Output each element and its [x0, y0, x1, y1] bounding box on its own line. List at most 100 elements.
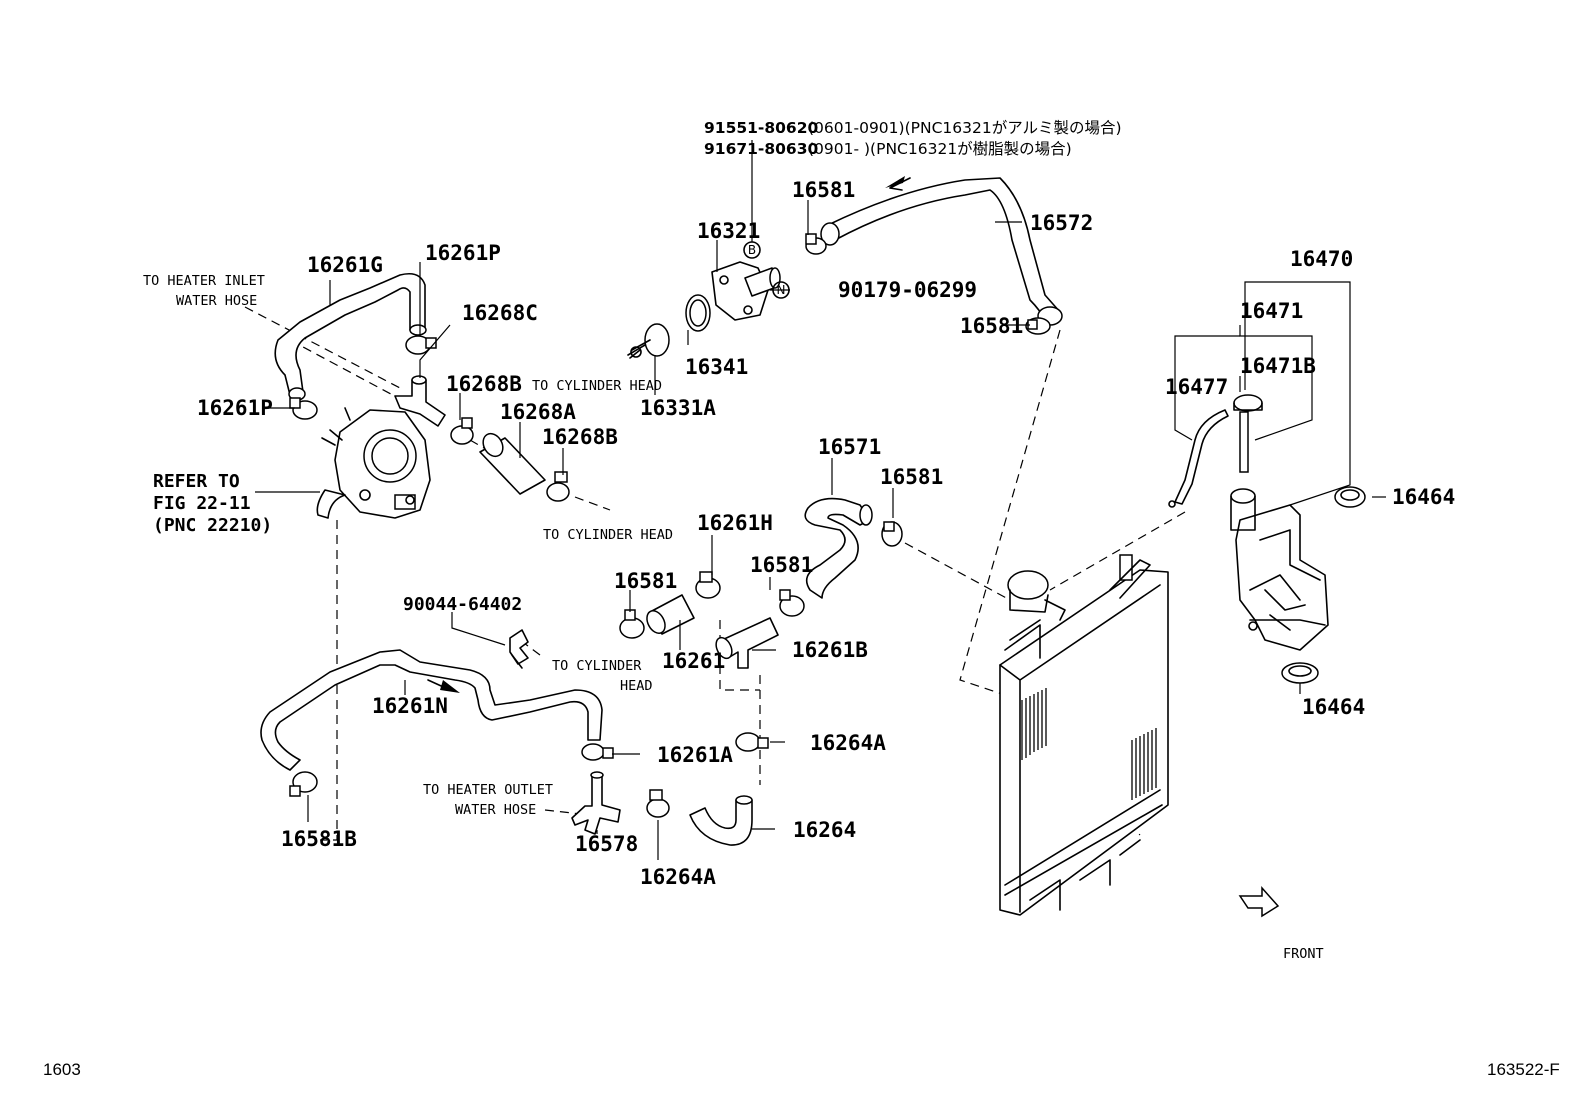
- grommet-16464-right: [1334, 486, 1366, 508]
- label-16268c: 16268C: [462, 301, 538, 325]
- label-16581-left-mid: 16581: [614, 569, 677, 593]
- label-16571: 16571: [818, 435, 881, 459]
- note-cyl-head-3b: HEAD: [620, 678, 653, 694]
- footer-right-code: 163522-F: [1487, 1060, 1560, 1079]
- label-16464-lower: 16464: [1302, 695, 1365, 719]
- label-91671-80630: 91671-80630: [704, 140, 818, 158]
- clamp-16268b-b: [546, 471, 570, 502]
- label-16261a: 16261A: [657, 743, 733, 767]
- label-16268b-b: 16268B: [542, 425, 618, 449]
- note-heater-inlet-1: TO HEATER INLET: [143, 273, 265, 289]
- clamp-16581b: [289, 771, 318, 797]
- circle-marker-b: B: [743, 241, 761, 259]
- label-16321: 16321: [697, 219, 760, 243]
- clip-90044: [509, 629, 529, 669]
- label-16341: 16341: [685, 355, 748, 379]
- label-16464-right: 16464: [1392, 485, 1455, 509]
- label-16261h: 16261H: [697, 511, 773, 535]
- label-16264a-upper: 16264A: [810, 731, 886, 755]
- clamp-16261p-upper: [405, 335, 437, 355]
- label-16470: 16470: [1290, 247, 1353, 271]
- radiator-cap: [1007, 570, 1066, 621]
- note-heater-inlet-2: WATER HOSE: [176, 293, 257, 309]
- note-91671-detail: (0901- )(PNC16321が樹脂製の場合): [808, 140, 1072, 158]
- note-cyl-head-1: TO CYLINDER HEAD: [532, 378, 662, 394]
- clamp-16264a-upper: [735, 732, 769, 752]
- note-cyl-head-2: TO CYLINDER HEAD: [543, 527, 673, 543]
- label-16264: 16264: [793, 818, 856, 842]
- clamp-16581-hose-upper: [881, 521, 903, 547]
- label-16471b: 16471B: [1240, 354, 1316, 378]
- grommet-16464-lower: [1281, 662, 1319, 684]
- note-refer-1: REFER TO: [153, 471, 240, 492]
- diagram-notes: TO HEATER INLET WATER HOSE TO CYLINDER H…: [143, 273, 1324, 962]
- footer-left-code: 1603: [43, 1060, 81, 1079]
- throttle-body: [316, 407, 431, 519]
- radiator: [999, 554, 1169, 916]
- label-90179-06299: 90179-06299: [838, 278, 977, 302]
- note-91551-detail: (0601-0901)(PNC16321がアルミ製の場合): [808, 119, 1122, 137]
- label-16581-right: 16581: [960, 314, 1023, 338]
- note-heater-outlet-1: TO HEATER OUTLET: [423, 782, 553, 798]
- clamp-16581-hose-lower: [779, 589, 805, 617]
- upper-radiator-hose: [820, 176, 1063, 326]
- overflow-hose-16477: [1168, 409, 1229, 508]
- reservoir-cap-16471b: [1233, 394, 1263, 473]
- clamp-16581-upper: [805, 233, 827, 255]
- note-front: FRONT: [1283, 946, 1324, 962]
- pipe-16261b: [715, 617, 779, 669]
- part-number-labels: 91551-80620 (0601-0901)(PNC16321がアルミ製の場合…: [197, 119, 1455, 889]
- clamp-16581-left-mid: [619, 609, 645, 639]
- label-16581-mid: 16581: [750, 553, 813, 577]
- note-refer-2: FIG 22-11: [153, 493, 251, 514]
- label-16261: 16261: [662, 649, 725, 673]
- label-16581-top: 16581: [792, 178, 855, 202]
- label-16471: 16471: [1240, 299, 1303, 323]
- note-refer-3: (PNC 22210): [153, 515, 272, 536]
- radiator-core-fins-left: [1021, 688, 1047, 760]
- label-91551-80620: 91551-80620: [704, 119, 818, 137]
- circle-b-text: B: [748, 243, 756, 257]
- radiator-core-fins-right: [1131, 728, 1157, 800]
- label-16261n: 16261N: [372, 694, 448, 718]
- label-16261g: 16261G: [307, 253, 383, 277]
- label-16581-hose: 16581: [880, 465, 943, 489]
- label-16264a-lower: 16264A: [640, 865, 716, 889]
- label-16578: 16578: [575, 832, 638, 856]
- note-heater-outlet-2: WATER HOSE: [455, 802, 536, 818]
- label-16261b: 16261B: [792, 638, 868, 662]
- clamp-16261h: [695, 571, 721, 599]
- gasket-16341: [685, 294, 711, 332]
- clamp-16268b-a: [450, 417, 474, 445]
- clamp-16581-right: [1025, 317, 1051, 335]
- water-inlet-housing-16321: [711, 261, 781, 321]
- circle-marker-n: N: [772, 281, 790, 299]
- label-16331a: 16331A: [640, 396, 716, 420]
- hose-16571: [804, 497, 873, 599]
- label-16477: 16477: [1165, 375, 1228, 399]
- hose-16264: [689, 795, 753, 846]
- hose-16261: [646, 594, 695, 635]
- hose-16261g: [274, 272, 427, 401]
- thermostat-16331a: [627, 323, 670, 359]
- label-16572: 16572: [1030, 211, 1093, 235]
- reservoir-tank: [1230, 488, 1329, 651]
- label-16581b: 16581B: [281, 827, 357, 851]
- label-16268a: 16268A: [500, 400, 576, 424]
- pipe-16268c: [394, 375, 446, 427]
- label-90044-64402: 90044-64402: [403, 594, 522, 615]
- tee-pipe-16578: [571, 771, 621, 835]
- circle-n-text: N: [777, 283, 786, 297]
- clamp-16261a: [581, 743, 614, 761]
- clamp-16264a-lower: [646, 789, 670, 818]
- label-16268b-a: 16268B: [446, 372, 522, 396]
- note-cyl-head-3a: TO CYLINDER: [552, 658, 642, 674]
- leader-lines: [255, 140, 1386, 860]
- label-16261p-lower: 16261P: [197, 396, 273, 420]
- hose-16261n: [260, 649, 603, 771]
- label-16261p-upper: 16261P: [425, 241, 501, 265]
- diagram-footer: 1603 163522-F: [43, 1060, 1560, 1079]
- front-arrow-icon: [1238, 886, 1280, 918]
- hose-16268a: [479, 432, 546, 495]
